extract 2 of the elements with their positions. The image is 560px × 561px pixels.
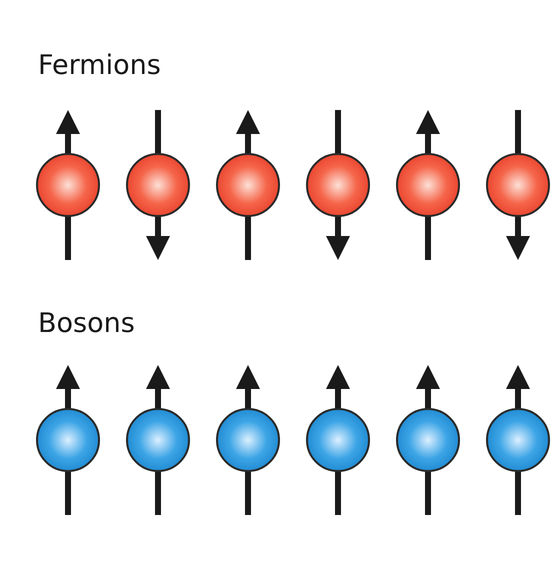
row-heading: Fermions bbox=[38, 52, 161, 79]
row-heading: Bosons bbox=[38, 310, 135, 337]
